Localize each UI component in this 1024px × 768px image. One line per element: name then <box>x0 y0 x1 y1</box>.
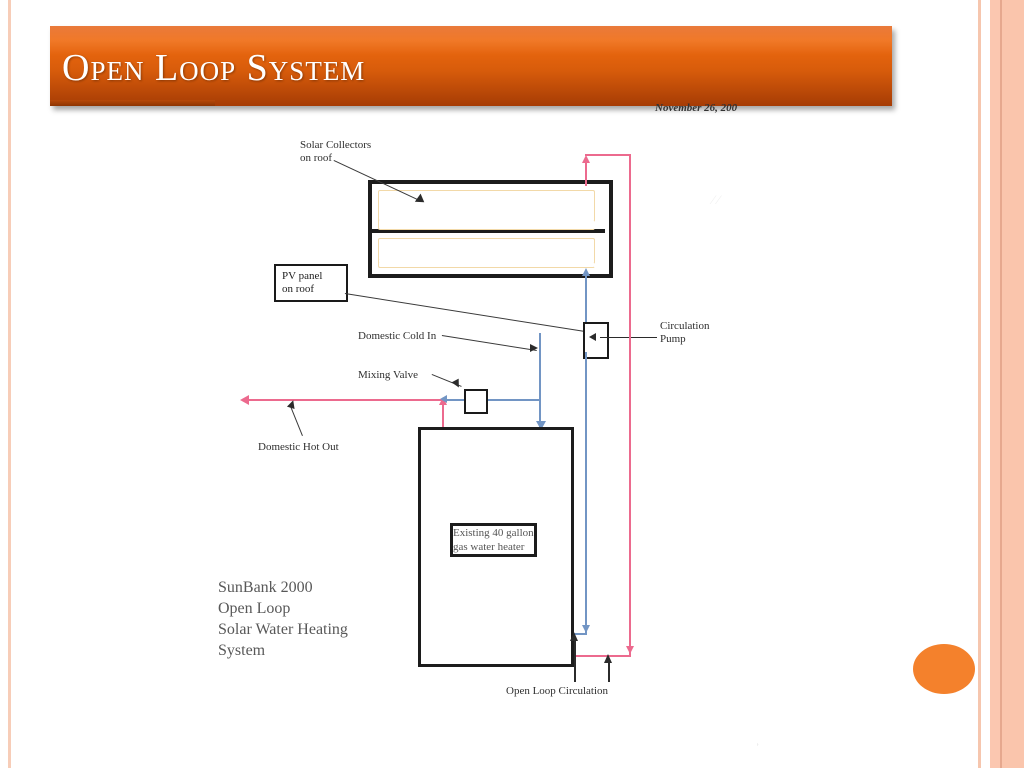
collector-pipe-upper-a <box>378 190 595 222</box>
valve-out-arrow <box>440 395 447 403</box>
circulation-pump-leader <box>600 337 657 338</box>
olc-arrow-left <box>570 632 578 641</box>
hot-bottom-run <box>545 655 631 657</box>
system-caption: SunBank 2000 Open Loop Solar Water Heati… <box>218 579 348 659</box>
circulation-pump-label: Circulation Pump <box>660 320 710 345</box>
hot-out-riser <box>442 404 444 428</box>
right-stripe-4 <box>1002 0 1024 768</box>
domestic-cold-in-leader <box>441 335 537 352</box>
cold-riser-lower <box>585 352 587 634</box>
olc-leader-right <box>608 662 610 682</box>
right-stripe-3 <box>1000 0 1002 768</box>
faint-mark-2: ˒ <box>756 738 760 749</box>
orange-accent-circle <box>913 644 975 694</box>
hot-down-arrow <box>626 646 634 654</box>
hot-right-down <box>629 154 631 657</box>
cold-riser-upper <box>585 275 587 322</box>
circulation-pump-arrowhead <box>589 333 596 341</box>
pv-panel-box: PV panel on roof <box>274 264 348 302</box>
domestic-cold-in-label: Domestic Cold In <box>358 330 437 342</box>
cold-down-arrow <box>582 625 590 633</box>
hot-out-run <box>248 399 464 401</box>
collector-pipe-lower-a <box>378 238 595 264</box>
open-loop-circulation-label: Open Loop Circulation <box>506 685 609 697</box>
collector-pipe-lower-b <box>378 258 595 268</box>
olc-leader-left <box>574 640 576 682</box>
collector-pipe-upper-b <box>378 218 595 230</box>
domestic-hot-out-label: Domestic Hot Out <box>258 441 339 453</box>
hot-riser-arrow <box>582 155 590 163</box>
hot-top-run <box>585 154 631 156</box>
collector-divider <box>368 229 605 233</box>
cold-in-tank-arrow <box>536 421 546 430</box>
hot-riser-collector <box>585 162 587 186</box>
page-title: Open Loop System <box>62 47 366 89</box>
domestic-cold-in-arrowhead <box>530 344 538 352</box>
water-heater-label: Existing 40 gallon gas water heater <box>450 523 537 557</box>
solar-collectors-label: Solar Collectors on roof <box>300 139 372 164</box>
mixing-valve-arrowhead <box>451 378 463 390</box>
cold-in-drop <box>539 333 541 428</box>
banner-underline <box>50 100 215 106</box>
right-stripe-2 <box>990 0 1000 768</box>
mixing-valve-label: Mixing Valve <box>358 369 418 381</box>
slide-date: November 26, 200 <box>655 102 738 114</box>
pv-panel-leader <box>344 293 590 333</box>
cold-branch-to-valve <box>482 399 540 401</box>
mixing-valve-box <box>464 389 488 414</box>
cold-to-collector-arrow <box>582 268 590 276</box>
right-stripe-1 <box>978 0 981 768</box>
olc-arrow-right <box>604 654 612 663</box>
circulation-pump-box <box>583 322 609 359</box>
domestic-hot-out-leader <box>289 404 303 436</box>
domestic-hot-out-arrowhead <box>286 398 298 410</box>
hot-out-arrow <box>240 395 249 405</box>
left-accent-stripe <box>8 0 11 768</box>
faint-mark-1: ⁄ ⁄ <box>712 192 720 207</box>
valve-out-run <box>444 399 466 401</box>
